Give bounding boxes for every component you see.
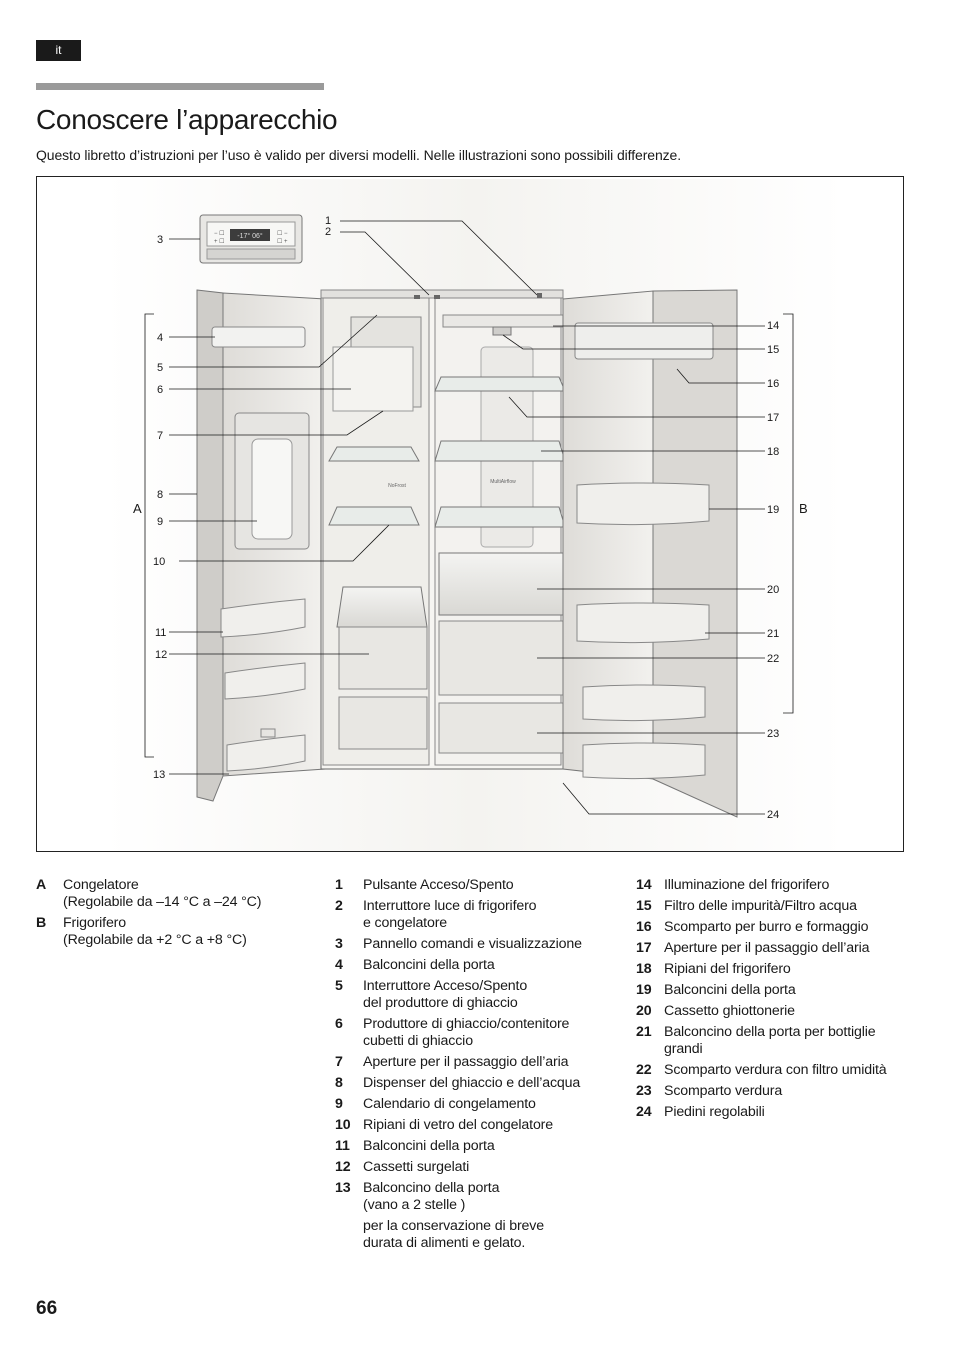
callout-18: 18 bbox=[767, 446, 779, 458]
callout-6: 6 bbox=[157, 384, 163, 396]
callout-24: 24 bbox=[767, 809, 779, 821]
callout-17: 17 bbox=[767, 412, 779, 424]
callout-1: 1 bbox=[325, 215, 331, 227]
callout-4: 4 bbox=[157, 332, 163, 344]
svg-text:− ☐: − ☐ bbox=[214, 230, 225, 237]
callout-labels: 1 2 3 4 5 6 7 8 9 10 11 12 13 14 15 16 1… bbox=[133, 215, 808, 821]
legend-sections: A Congelatore(Regolabile da –14 °C a –24… bbox=[36, 877, 316, 953]
header-rule bbox=[36, 83, 324, 90]
callout-2: 2 bbox=[325, 226, 331, 238]
svg-text:☐ +: ☐ + bbox=[277, 238, 288, 245]
callout-9: 9 bbox=[157, 516, 163, 528]
svg-text:+ ☐: + ☐ bbox=[214, 238, 225, 245]
appliance-diagram: -17° 06° − ☐ + ☐ ☐ − ☐ + bbox=[36, 176, 904, 852]
fridge-door bbox=[562, 289, 738, 818]
freezer-door bbox=[196, 289, 326, 802]
callout-22: 22 bbox=[767, 653, 779, 665]
legend-section-b: B Frigorifero(Regolabile da +2 °C a +8 °… bbox=[36, 915, 247, 948]
section-a-label: A bbox=[133, 501, 142, 516]
page-title: Conoscere l’apparecchio bbox=[36, 104, 338, 135]
callout-3: 3 bbox=[157, 234, 163, 246]
panel-display-text: -17° 06° bbox=[237, 232, 263, 240]
cabinet: NoFrost MultiAirflow bbox=[320, 289, 566, 770]
callout-10: 10 bbox=[153, 556, 165, 568]
svg-text:☐ −: ☐ − bbox=[277, 230, 288, 237]
callout-21: 21 bbox=[767, 628, 779, 640]
callout-8: 8 bbox=[157, 489, 163, 501]
nofrost-label: NoFrost bbox=[388, 483, 406, 489]
section-b-label: B bbox=[799, 501, 808, 516]
leader-lines bbox=[144, 220, 794, 815]
language-tab: it bbox=[36, 40, 81, 61]
control-panel: -17° 06° − ☐ + ☐ ☐ − ☐ + bbox=[199, 214, 303, 264]
callout-11: 11 bbox=[155, 627, 166, 639]
callout-7: 7 bbox=[157, 430, 163, 442]
callout-16: 16 bbox=[767, 378, 779, 390]
callout-14: 14 bbox=[767, 320, 779, 332]
intro-text: Questo libretto d’istruzioni per l’uso è… bbox=[36, 147, 682, 163]
callout-19: 19 bbox=[767, 504, 779, 516]
multiairflow-label: MultiAirflow bbox=[490, 479, 516, 485]
legend-section-a: A Congelatore(Regolabile da –14 °C a –24… bbox=[36, 877, 262, 910]
callout-20: 20 bbox=[767, 584, 779, 596]
page-number: 66 bbox=[36, 1298, 58, 1319]
callout-12: 12 bbox=[155, 649, 167, 661]
diagram-svg: -17° 06° − ☐ + ☐ ☐ − ☐ + bbox=[105, 179, 845, 851]
callout-23: 23 bbox=[767, 728, 779, 740]
callout-13: 13 bbox=[153, 769, 165, 781]
callout-5: 5 bbox=[157, 362, 163, 374]
callout-15: 15 bbox=[767, 344, 779, 356]
